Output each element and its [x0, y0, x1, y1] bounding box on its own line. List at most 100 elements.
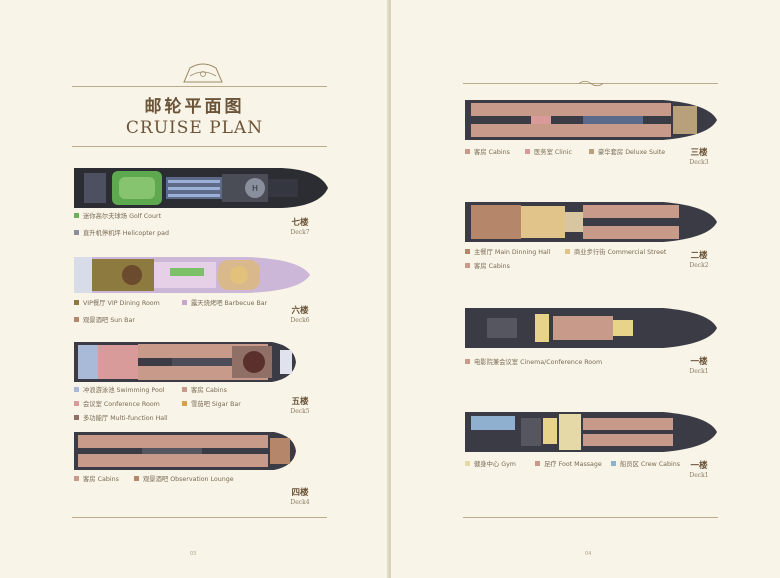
- legend-item: 船员区 Crew Cabins: [611, 460, 680, 470]
- deck7-plan: H: [74, 168, 328, 208]
- ornament-icon: [183, 63, 223, 83]
- deck3-plan: [465, 100, 717, 140]
- legend-label: 客房 Cabins: [191, 387, 227, 394]
- legend-item: 观景酒吧 Sun Bar: [74, 316, 135, 326]
- legend-label: 客房 Cabins: [83, 476, 119, 483]
- legend-label: 雪茄吧 Sigar Bar: [191, 401, 241, 408]
- legend-item: 雪茄吧 Sigar Bar: [182, 400, 241, 410]
- legend-swatch: [134, 476, 139, 481]
- deck-number-cn: 七楼: [291, 218, 309, 228]
- legend-item: 足疗 Foot Massage: [535, 460, 602, 470]
- legend-item: 直升机停机坪 Helicopter pad: [74, 229, 169, 239]
- deck-number-en: Deck5: [290, 408, 310, 415]
- deck3-legend: 客房 Cabins 医务室 Clinic 豪华套房 Deluxe Suite: [465, 148, 725, 160]
- deck1-cinema-plan: [465, 308, 717, 348]
- legend-label: VIP餐厅 VIP Dining Room: [83, 300, 160, 307]
- legend-swatch: [465, 149, 470, 154]
- binding-gutter: [387, 0, 393, 578]
- legend-item: 多功能厅 Multi-function Hall: [74, 414, 168, 424]
- deck1a-label: 一楼 Deck1: [681, 355, 717, 375]
- footer-rule: [463, 517, 718, 518]
- legend-item: 观景酒吧 Observation Lounge: [134, 475, 234, 485]
- deck6-legend: VIP餐厅 VIP Dining Room 露天烧烤吧 Barbecue Bar…: [74, 299, 284, 333]
- legend-item: 客房 Cabins: [465, 262, 510, 272]
- deck3-label: 三楼 Deck3: [681, 146, 717, 166]
- deck-number-cn: 一楼: [690, 357, 708, 367]
- deck1-crew-legend: 健身中心 Gym 足疗 Foot Massage 船员区 Crew Cabins: [465, 460, 725, 472]
- deck5-legend: 冲浪游泳池 Swimming Pool 客房 Cabins 会议室 Confer…: [74, 386, 284, 430]
- footer-rule: [72, 517, 327, 518]
- header-rule: [72, 86, 327, 87]
- legend-label: 露天烧烤吧 Barbecue Bar: [191, 300, 268, 307]
- deck4-legend: 客房 Cabins 观景酒吧 Observation Lounge: [74, 475, 284, 487]
- legend-label: 观景酒吧 Sun Bar: [83, 317, 135, 324]
- legend-item: 商业步行街 Commercial Street: [565, 248, 666, 258]
- legend-label: 客房 Cabins: [474, 149, 510, 156]
- legend-swatch: [74, 230, 79, 235]
- legend-swatch: [74, 476, 79, 481]
- deck2-legend: 主餐厅 Main Dinning Hall 商业步行街 Commercial S…: [465, 248, 725, 274]
- deck7-legend: 迷你高尔夫球场 Golf Court 直升机停机坪 Helicopter pad: [74, 212, 274, 239]
- legend-item: 会议室 Conference Room: [74, 400, 160, 410]
- legend-label: 豪华套房 Deluxe Suite: [598, 149, 666, 156]
- legend-swatch: [74, 317, 79, 322]
- legend-label: 医务室 Clinic: [534, 149, 572, 156]
- legend-item: 豪华套房 Deluxe Suite: [589, 148, 665, 158]
- deck-number-cn: 五楼: [291, 397, 309, 407]
- legend-swatch: [565, 249, 570, 254]
- deck-number-cn: 二楼: [690, 251, 708, 261]
- page-title-cn: 邮轮平面图: [144, 97, 245, 117]
- legend-item: VIP餐厅 VIP Dining Room: [74, 299, 160, 309]
- legend-swatch: [74, 213, 79, 218]
- legend-label: 商业步行街 Commercial Street: [574, 249, 667, 256]
- legend-item: 露天烧烤吧 Barbecue Bar: [182, 299, 267, 309]
- legend-label: 观景酒吧 Observation Lounge: [143, 476, 234, 483]
- page-number: 04: [585, 551, 592, 557]
- deck4-plan: [74, 432, 296, 470]
- legend-swatch: [74, 415, 79, 420]
- deck-number-en: Deck3: [689, 159, 709, 166]
- deck6-label: 六楼 Deck6: [282, 304, 318, 324]
- deck-number-cn: 一楼: [690, 461, 708, 471]
- legend-item: 冲浪游泳池 Swimming Pool: [74, 386, 164, 396]
- legend-swatch: [74, 300, 79, 305]
- deck-number-en: Deck1: [689, 472, 709, 479]
- legend-label: 直升机停机坪 Helicopter pad: [83, 230, 169, 237]
- deck5-label: 五楼 Deck5: [282, 395, 318, 415]
- deck-number-cn: 四楼: [291, 488, 309, 498]
- legend-item: 主餐厅 Main Dinning Hall: [465, 248, 550, 258]
- legend-swatch: [465, 461, 470, 466]
- legend-label: 船员区 Crew Cabins: [620, 461, 681, 468]
- deck-number-en: Deck4: [290, 499, 310, 506]
- legend-item: 医务室 Clinic: [525, 148, 572, 158]
- legend-item: 电影院兼会议室 Cinema/Conference Room: [465, 358, 602, 368]
- legend-item: 客房 Cabins: [465, 148, 510, 158]
- deck7-label: 七楼 Deck7: [282, 216, 318, 236]
- deck-number-en: Deck2: [689, 262, 709, 269]
- legend-item: 迷你高尔夫球场 Golf Court: [74, 212, 161, 222]
- deck-number-en: Deck6: [290, 317, 310, 324]
- legend-label: 多功能厅 Multi-function Hall: [83, 415, 168, 422]
- legend-label: 冲浪游泳池 Swimming Pool: [83, 387, 165, 394]
- legend-label: 会议室 Conference Room: [83, 401, 160, 408]
- legend-swatch: [182, 300, 187, 305]
- legend-swatch: [74, 387, 79, 392]
- deck4-label: 四楼 Deck4: [282, 486, 318, 506]
- title-rule: [72, 146, 327, 147]
- legend-label: 迷你高尔夫球场 Golf Court: [83, 213, 162, 220]
- deck2-label: 二楼 Deck2: [681, 249, 717, 269]
- deck2-plan: [465, 202, 717, 242]
- deck5-plan: [74, 342, 296, 382]
- left-page: 邮轮平面图 CRUISE PLAN H 迷你高尔夫球场 Golf Court 直…: [0, 0, 389, 578]
- legend-swatch: [182, 401, 187, 406]
- deck1-crew-plan: [465, 412, 717, 452]
- legend-label: 客房 Cabins: [474, 263, 510, 270]
- legend-label: 电影院兼会议室 Cinema/Conference Room: [474, 359, 603, 366]
- deck1b-label: 一楼 Deck1: [681, 459, 717, 479]
- legend-item: 客房 Cabins: [182, 386, 227, 396]
- legend-swatch: [589, 149, 594, 154]
- legend-swatch: [535, 461, 540, 466]
- page-number: 03: [190, 551, 197, 557]
- page-title-en: CRUISE PLAN: [125, 118, 264, 138]
